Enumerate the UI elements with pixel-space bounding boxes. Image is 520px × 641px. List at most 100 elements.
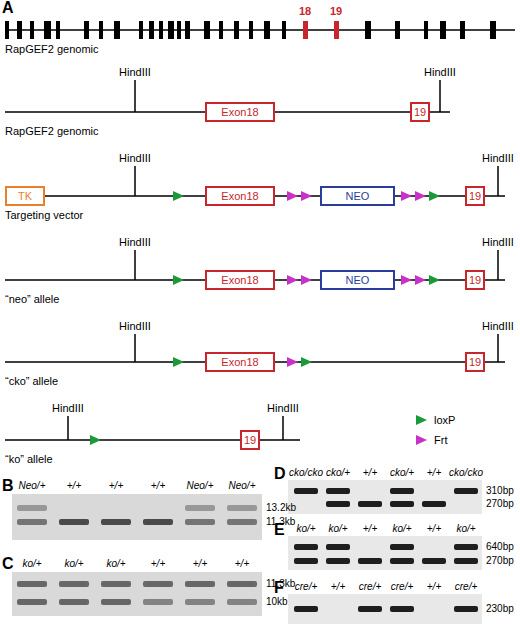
lane-label: +/+	[193, 559, 207, 569]
site-label: HindIII	[119, 237, 151, 248]
exon-bar	[395, 21, 400, 39]
restriction-site-tick	[134, 80, 136, 112]
restriction-site-tick	[497, 250, 499, 280]
gel-band	[454, 606, 478, 612]
allele-name: “neo” allele	[5, 294, 59, 305]
recombination-site	[301, 191, 312, 201]
exon-bar	[44, 21, 51, 39]
target-exon-bar	[303, 21, 308, 39]
recombination-site	[415, 275, 426, 285]
lane-label: cre/+	[295, 582, 318, 592]
exon-bar	[159, 21, 163, 39]
exon-bar	[177, 21, 181, 39]
legend-swatch	[416, 435, 427, 445]
exon-bar	[282, 21, 286, 39]
gel-band	[17, 581, 47, 587]
pcr-gel	[288, 480, 482, 514]
gel-band	[390, 558, 414, 564]
exon-bar	[234, 21, 239, 39]
gel-band	[227, 519, 257, 525]
lane-label: +/+	[427, 582, 441, 592]
gel-band	[454, 558, 478, 564]
recombination-site	[401, 275, 412, 285]
gel-band	[17, 599, 47, 605]
gel-band	[143, 581, 173, 587]
exon-bar	[204, 21, 210, 39]
gel-band	[390, 501, 414, 507]
site-label: HindIII	[267, 403, 299, 414]
lane-label: +/+	[235, 559, 249, 569]
site-label: HindIII	[482, 321, 514, 332]
lane-label: +/+	[331, 582, 345, 592]
allele-name: RapGEF2 genomic	[5, 126, 99, 137]
gel-band	[227, 599, 257, 605]
exon-box: Exon18	[205, 270, 275, 290]
allele-name: Targeting vector	[5, 210, 83, 221]
target-exon-bar	[334, 21, 339, 39]
gel-band	[326, 488, 350, 494]
box-label: 19	[244, 435, 256, 446]
site-label: HindIII	[482, 153, 514, 164]
recombination-site	[301, 357, 312, 367]
panel-letter: C	[2, 556, 14, 572]
restriction-site-tick	[497, 166, 499, 196]
exon-bar	[17, 21, 22, 39]
exon-number: 19	[330, 6, 342, 17]
gel-band	[390, 544, 414, 550]
exon-bar	[490, 21, 496, 39]
recombination-site	[287, 191, 298, 201]
lane-label: +/+	[151, 559, 165, 569]
gel-band	[143, 519, 173, 525]
lane-label: +/+	[151, 481, 165, 491]
recombination-site	[173, 275, 184, 285]
exon-bar	[264, 21, 270, 39]
gel-band	[390, 606, 414, 612]
box-label: Exon18	[221, 191, 258, 202]
recombination-site	[301, 275, 312, 285]
restriction-site-tick	[67, 416, 69, 440]
gel-band	[422, 501, 446, 507]
allele-name: RapGEF2 genomic	[5, 44, 99, 55]
exon-bar	[219, 21, 223, 39]
size-marker: 230bp	[486, 604, 514, 614]
legend-swatch	[416, 415, 427, 425]
gel-band	[390, 488, 414, 494]
recombination-site	[415, 191, 426, 201]
box-label: NEO	[346, 275, 370, 286]
recombination-site	[429, 275, 440, 285]
gel-band	[17, 519, 47, 525]
exon-bar	[185, 21, 190, 39]
allele-name: “cko” allele	[5, 376, 58, 387]
box-label: TK	[18, 191, 32, 202]
gel-band	[294, 558, 318, 564]
exon-bar	[99, 21, 103, 39]
exon-box: 19	[410, 102, 430, 122]
pcr-gel	[288, 536, 482, 570]
gel-band	[17, 505, 47, 511]
pcr-gel	[288, 594, 482, 624]
gel-band	[101, 599, 131, 605]
restriction-site-tick	[134, 166, 136, 196]
gel-band	[227, 505, 257, 511]
panel-letter: D	[274, 466, 286, 482]
gel-band	[326, 544, 350, 550]
exon-bar	[30, 21, 34, 39]
lane-label: +/+	[427, 524, 441, 534]
gel-band	[326, 501, 350, 507]
exon-bar	[5, 21, 9, 39]
exon-box: 19	[465, 352, 485, 372]
recombination-site	[90, 435, 101, 445]
site-label: HindIII	[119, 67, 151, 78]
gel-band	[358, 501, 382, 507]
legend-text: Frt	[434, 434, 447, 446]
lane-label: ko/+	[456, 524, 475, 534]
exon-box: 19	[465, 186, 485, 206]
lane-label: cko/+	[390, 468, 414, 478]
recombination-site	[287, 275, 298, 285]
gel-band	[185, 599, 215, 605]
lane-label: ko/+	[296, 524, 315, 534]
legend-text: loxP	[434, 414, 455, 426]
site-label: HindIII	[482, 237, 514, 248]
